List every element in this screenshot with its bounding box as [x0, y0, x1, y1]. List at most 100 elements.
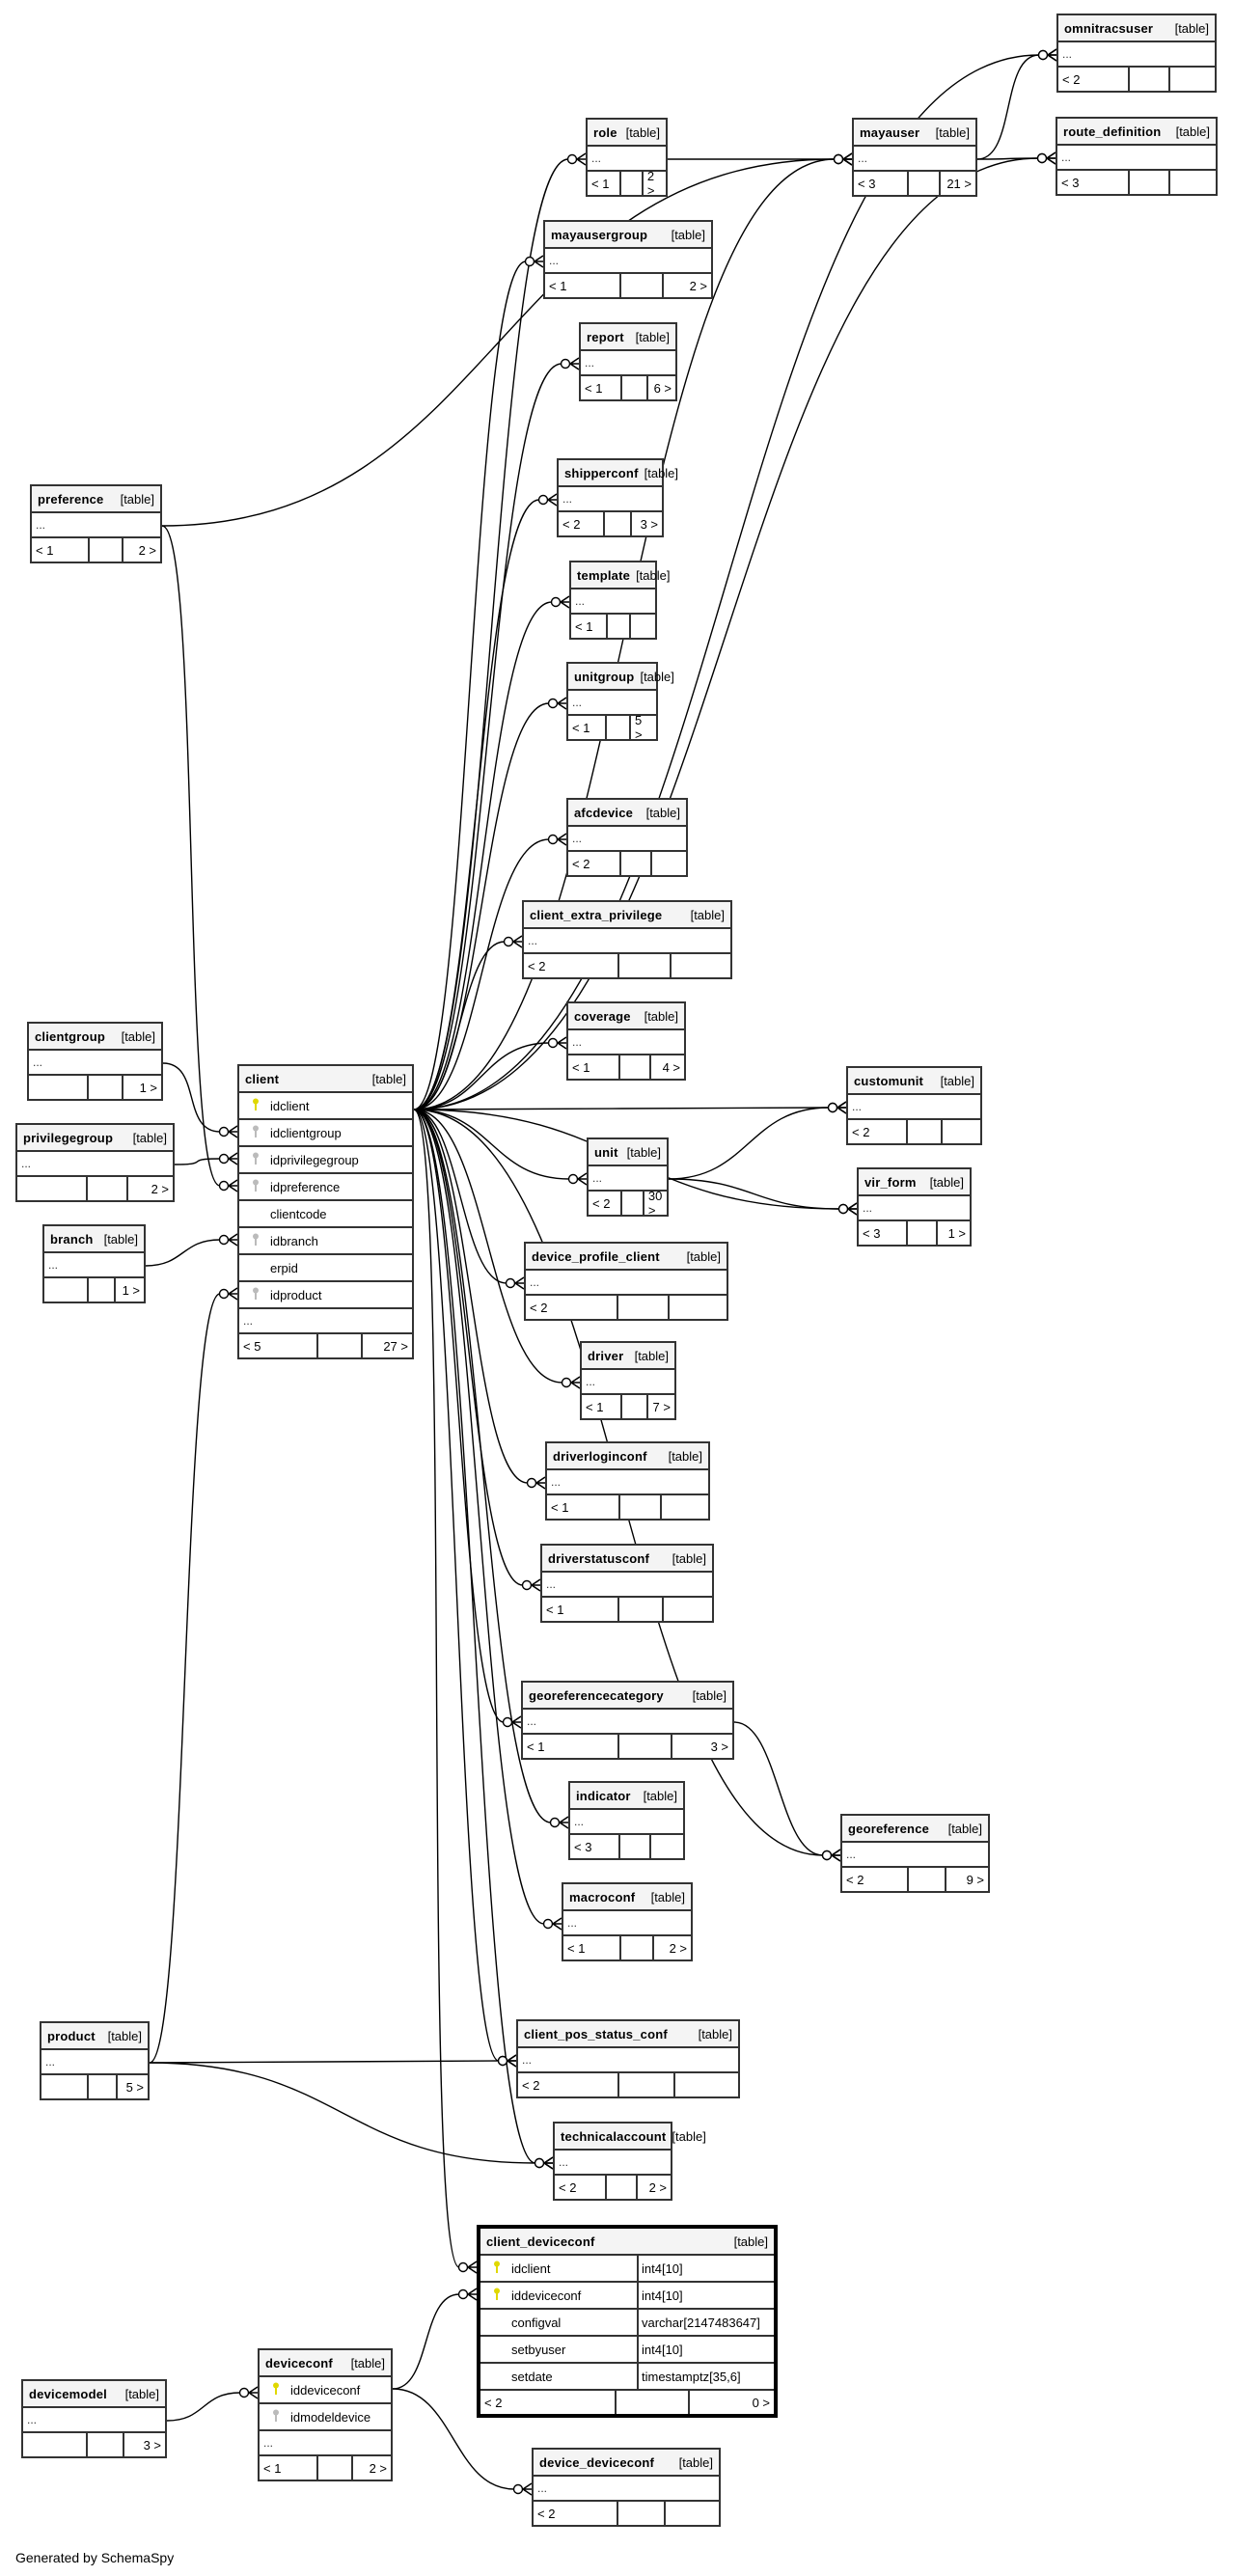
table-name[interactable]: mayausergroup: [551, 227, 648, 242]
parent-count-link[interactable]: < 1: [263, 2460, 282, 2476]
table-header[interactable]: product[table]: [41, 2023, 148, 2050]
table-header[interactable]: device_profile_client[table]: [526, 1244, 727, 1271]
table-header[interactable]: preference[table]: [32, 486, 160, 513]
table-header[interactable]: customunit[table]: [848, 1068, 980, 1095]
column-row[interactable]: idprivilegegroup: [239, 1147, 412, 1174]
parent-count-link[interactable]: < 1: [572, 1059, 590, 1075]
parent-count-link[interactable]: < 3: [1061, 175, 1080, 190]
table-name[interactable]: product: [47, 2028, 96, 2043]
table-header[interactable]: mayauser[table]: [854, 120, 975, 147]
table-name[interactable]: vir_form: [864, 1174, 917, 1190]
table-name[interactable]: template: [577, 567, 631, 583]
table-privilegegroup[interactable]: privilegegroup[table]...2 >: [15, 1123, 175, 1202]
child-count-link[interactable]: 1 >: [121, 1076, 161, 1099]
table-name[interactable]: preference: [38, 491, 104, 507]
table-client-extra-privilege[interactable]: client_extra_privilege[table]...< 2: [522, 900, 732, 979]
table-header[interactable]: georeference[table]: [842, 1816, 988, 1843]
child-count-link[interactable]: 2 >: [351, 2456, 391, 2480]
table-driverloginconf[interactable]: driverloginconf[table]...< 1: [545, 1441, 710, 1521]
child-count-link[interactable]: 7 >: [645, 1395, 674, 1418]
child-count-link[interactable]: 27 >: [360, 1334, 412, 1357]
parent-count-link[interactable]: < 2: [562, 516, 581, 532]
table-name[interactable]: georeferencecategory: [529, 1687, 664, 1703]
child-count-link[interactable]: 1 >: [113, 1278, 144, 1302]
table-name[interactable]: device_deviceconf: [539, 2454, 655, 2470]
table-clientgroup[interactable]: clientgroup[table]...1 >: [27, 1022, 163, 1101]
child-count-link[interactable]: 3 >: [123, 2433, 165, 2456]
column-row[interactable]: erpid: [239, 1255, 412, 1282]
table-template[interactable]: template[table]...< 1: [569, 561, 670, 640]
parent-count-link[interactable]: < 2: [559, 2179, 577, 2195]
table-header[interactable]: report[table]: [581, 324, 675, 351]
table-name[interactable]: driverstatusconf: [548, 1550, 650, 1566]
table-header[interactable]: omnitracsuser[table]: [1058, 15, 1215, 42]
parent-count-link[interactable]: < 1: [551, 1499, 569, 1515]
child-count-link[interactable]: 4 >: [648, 1055, 684, 1079]
table-name[interactable]: shipperconf: [564, 465, 639, 480]
table-header[interactable]: branch[table]: [44, 1226, 144, 1253]
child-count-link[interactable]: 2 >: [641, 169, 666, 198]
table-name[interactable]: deviceconf: [265, 2355, 333, 2370]
table-header[interactable]: client_extra_privilege[table]: [524, 902, 730, 929]
table-header[interactable]: technicalaccount[table]: [555, 2124, 706, 2151]
table-header[interactable]: unit[table]: [589, 1139, 667, 1166]
child-count-link[interactable]: 21 >: [939, 172, 975, 195]
table-header[interactable]: role[table]: [588, 120, 666, 147]
table-name[interactable]: report: [587, 329, 624, 344]
table-header[interactable]: deviceconf[table]: [260, 2350, 391, 2377]
parent-count-link[interactable]: < 2: [537, 2506, 556, 2521]
column-row[interactable]: idbranch: [239, 1228, 412, 1255]
table-header[interactable]: client_pos_status_conf[table]: [518, 2021, 738, 2048]
child-count-link[interactable]: 6 >: [646, 376, 675, 399]
table-header[interactable]: devicemodel[table]: [23, 2381, 165, 2408]
child-count-link[interactable]: 0 >: [688, 2391, 774, 2414]
child-count-link[interactable]: 2 >: [122, 538, 160, 562]
table-header[interactable]: route_definition[table]: [1057, 119, 1216, 146]
parent-count-link[interactable]: < 1: [36, 542, 54, 558]
child-count-link[interactable]: 5 >: [629, 713, 656, 742]
table-header[interactable]: indicator[table]: [570, 1783, 683, 1810]
table-header[interactable]: template[table]: [571, 562, 670, 589]
parent-count-link[interactable]: < 2: [592, 1195, 611, 1211]
table-header[interactable]: clientgroup[table]: [29, 1024, 161, 1051]
table-name[interactable]: afcdevice: [574, 805, 634, 820]
parent-count-link[interactable]: < 1: [575, 618, 593, 634]
parent-count-link[interactable]: < 2: [572, 856, 590, 871]
table-afcdevice[interactable]: afcdevice[table]...< 2: [566, 798, 688, 877]
parent-count-link[interactable]: < 2: [846, 1872, 864, 1887]
table-customunit[interactable]: customunit[table]...< 2: [846, 1066, 982, 1145]
child-count-link[interactable]: 9 >: [944, 1868, 988, 1891]
table-name[interactable]: unit: [594, 1144, 618, 1160]
table-device-deviceconf[interactable]: device_deviceconf[table]...< 2: [532, 2448, 721, 2527]
table-client-pos-status-conf[interactable]: client_pos_status_conf[table]...< 2: [516, 2019, 740, 2098]
parent-count-link[interactable]: < 3: [863, 1225, 881, 1241]
child-count-link[interactable]: 2 >: [126, 1177, 173, 1200]
table-name[interactable]: role: [593, 124, 617, 140]
table-header[interactable]: coverage[table]: [568, 1003, 684, 1030]
parent-count-link[interactable]: < 2: [530, 1300, 548, 1315]
table-header[interactable]: client_deviceconf[table]: [480, 2229, 774, 2256]
table-header[interactable]: privilegegroup[table]: [17, 1125, 173, 1152]
child-count-link[interactable]: 3 >: [671, 1735, 732, 1758]
table-device-profile-client[interactable]: device_profile_client[table]...< 2: [524, 1242, 728, 1321]
table-header[interactable]: client[table]: [239, 1066, 412, 1093]
table-name[interactable]: indicator: [576, 1788, 631, 1803]
table-name[interactable]: mayauser: [860, 124, 920, 140]
table-header[interactable]: macroconf[table]: [563, 1884, 691, 1911]
parent-count-link[interactable]: < 1: [591, 176, 610, 191]
parent-count-link[interactable]: < 1: [527, 1739, 545, 1754]
table-name[interactable]: georeference: [848, 1821, 930, 1836]
